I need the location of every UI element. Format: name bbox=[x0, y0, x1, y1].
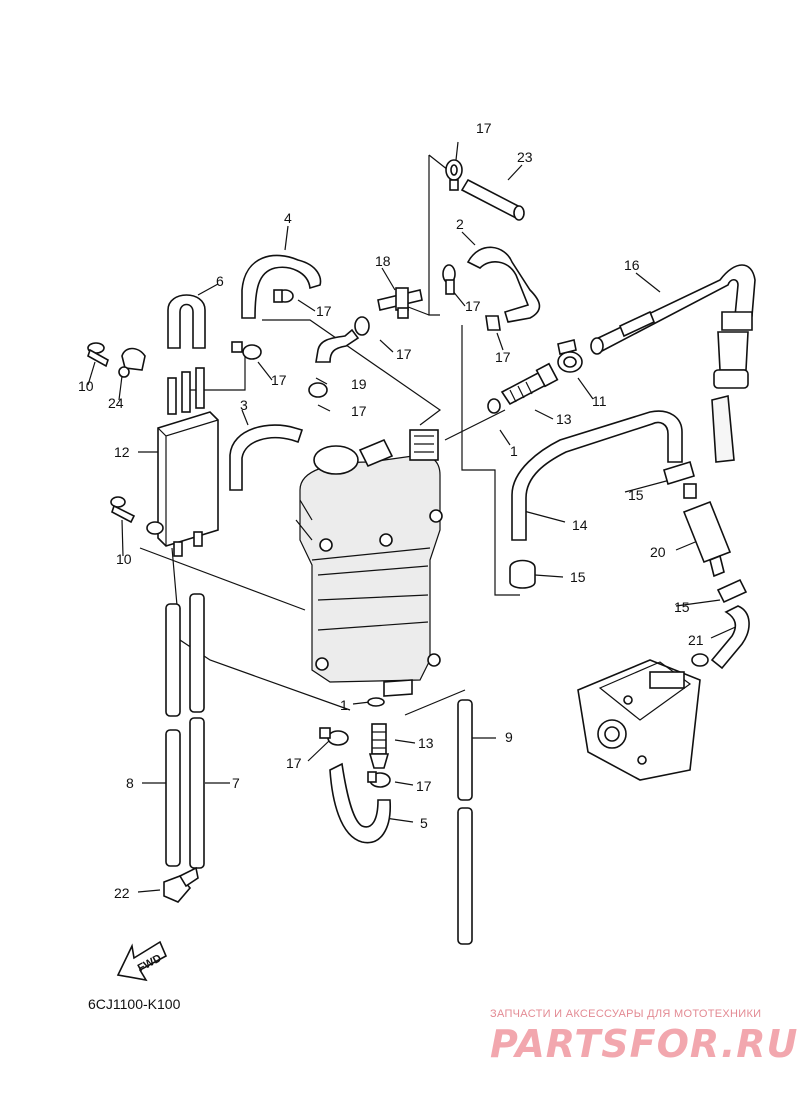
callout-17: 17 bbox=[416, 778, 432, 794]
callout-4: 4 bbox=[284, 210, 292, 226]
part-15-clamps bbox=[509, 460, 748, 604]
callout-16: 16 bbox=[624, 257, 640, 273]
part-21-hose bbox=[710, 605, 750, 670]
callout-2: 2 bbox=[456, 216, 464, 232]
callout-11: 11 bbox=[592, 393, 607, 409]
high-pressure-fuel-pump-assembly bbox=[295, 429, 443, 697]
low-pressure-fuel-pump bbox=[577, 653, 709, 781]
callout-6: 6 bbox=[216, 273, 224, 289]
callout-15: 15 bbox=[570, 569, 586, 585]
part-24-bracket bbox=[118, 347, 146, 378]
part-6-hose bbox=[167, 294, 206, 349]
callout-14: 14 bbox=[572, 517, 588, 533]
callout-19: 19 bbox=[351, 376, 367, 392]
part-13-fitting-lower bbox=[368, 723, 390, 769]
callout-8: 8 bbox=[126, 775, 134, 791]
callout-numbers: 17 23 4 2 18 16 6 17 17 17 17 17 19 17 1… bbox=[78, 120, 704, 901]
part-10-bolt-lower bbox=[110, 496, 164, 535]
callout-13: 13 bbox=[418, 735, 434, 751]
part-23-hose bbox=[460, 178, 525, 221]
callout-1: 1 bbox=[510, 443, 518, 459]
callout-15: 15 bbox=[628, 487, 644, 503]
callout-17: 17 bbox=[476, 120, 492, 136]
part-18-joint bbox=[377, 287, 423, 319]
part-17-clamps-lower bbox=[319, 727, 391, 788]
callout-17: 17 bbox=[495, 349, 511, 365]
callout-1: 1 bbox=[340, 697, 348, 713]
part-20-fuel-filter bbox=[682, 500, 732, 578]
part-5-hose bbox=[329, 762, 391, 844]
callout-17: 17 bbox=[465, 298, 481, 314]
callout-7: 7 bbox=[232, 775, 240, 791]
part-12-vapor-separator bbox=[157, 367, 219, 557]
callout-5: 5 bbox=[420, 815, 428, 831]
callout-17: 17 bbox=[271, 372, 287, 388]
part-7-hose bbox=[189, 593, 205, 869]
callout-24: 24 bbox=[108, 395, 124, 411]
part-10-bolt-upper bbox=[87, 342, 109, 368]
part-22-elbow bbox=[163, 866, 199, 903]
callout-10: 10 bbox=[116, 551, 132, 567]
callout-17: 17 bbox=[396, 346, 412, 362]
part-14-hose bbox=[511, 410, 683, 541]
watermark-tagline: ЗАПЧАСТИ И АКСЕССУАРЫ ДЛЯ МОТОТЕХНИКИ bbox=[490, 1008, 762, 1020]
callout-3: 3 bbox=[240, 397, 248, 413]
drawing-code: 6CJ1100-K100 bbox=[88, 996, 181, 1012]
callout-9: 9 bbox=[505, 729, 513, 745]
part-16-hose bbox=[590, 264, 756, 463]
part-9-hose bbox=[457, 699, 473, 945]
part-17-clamps bbox=[231, 264, 501, 398]
callout-22: 22 bbox=[114, 885, 130, 901]
part-11-clamp bbox=[557, 339, 583, 373]
callout-13: 13 bbox=[556, 411, 572, 427]
callout-17: 17 bbox=[351, 403, 367, 419]
callout-10: 10 bbox=[78, 378, 94, 394]
fwd-arrow: FWD bbox=[116, 940, 168, 982]
part-13-fitting-upper bbox=[500, 362, 559, 406]
part-4-hose bbox=[241, 254, 322, 319]
part-19-hose bbox=[315, 328, 360, 363]
part-1-o-rings bbox=[367, 398, 501, 707]
part-2-hose bbox=[466, 246, 541, 323]
callout-18: 18 bbox=[375, 253, 391, 269]
callout-15: 15 bbox=[674, 599, 690, 615]
callout-17: 17 bbox=[286, 755, 302, 771]
part-8-hose bbox=[165, 603, 181, 867]
callout-20: 20 bbox=[650, 544, 666, 560]
callout-17: 17 bbox=[316, 303, 332, 319]
part-3-hose bbox=[229, 424, 304, 491]
callout-12: 12 bbox=[114, 444, 130, 460]
part-17-clamp-top bbox=[445, 159, 463, 191]
watermark-logo[interactable]: PARTSFOR.RU bbox=[490, 1022, 799, 1066]
callout-21: 21 bbox=[688, 632, 704, 648]
callout-23: 23 bbox=[517, 149, 533, 165]
